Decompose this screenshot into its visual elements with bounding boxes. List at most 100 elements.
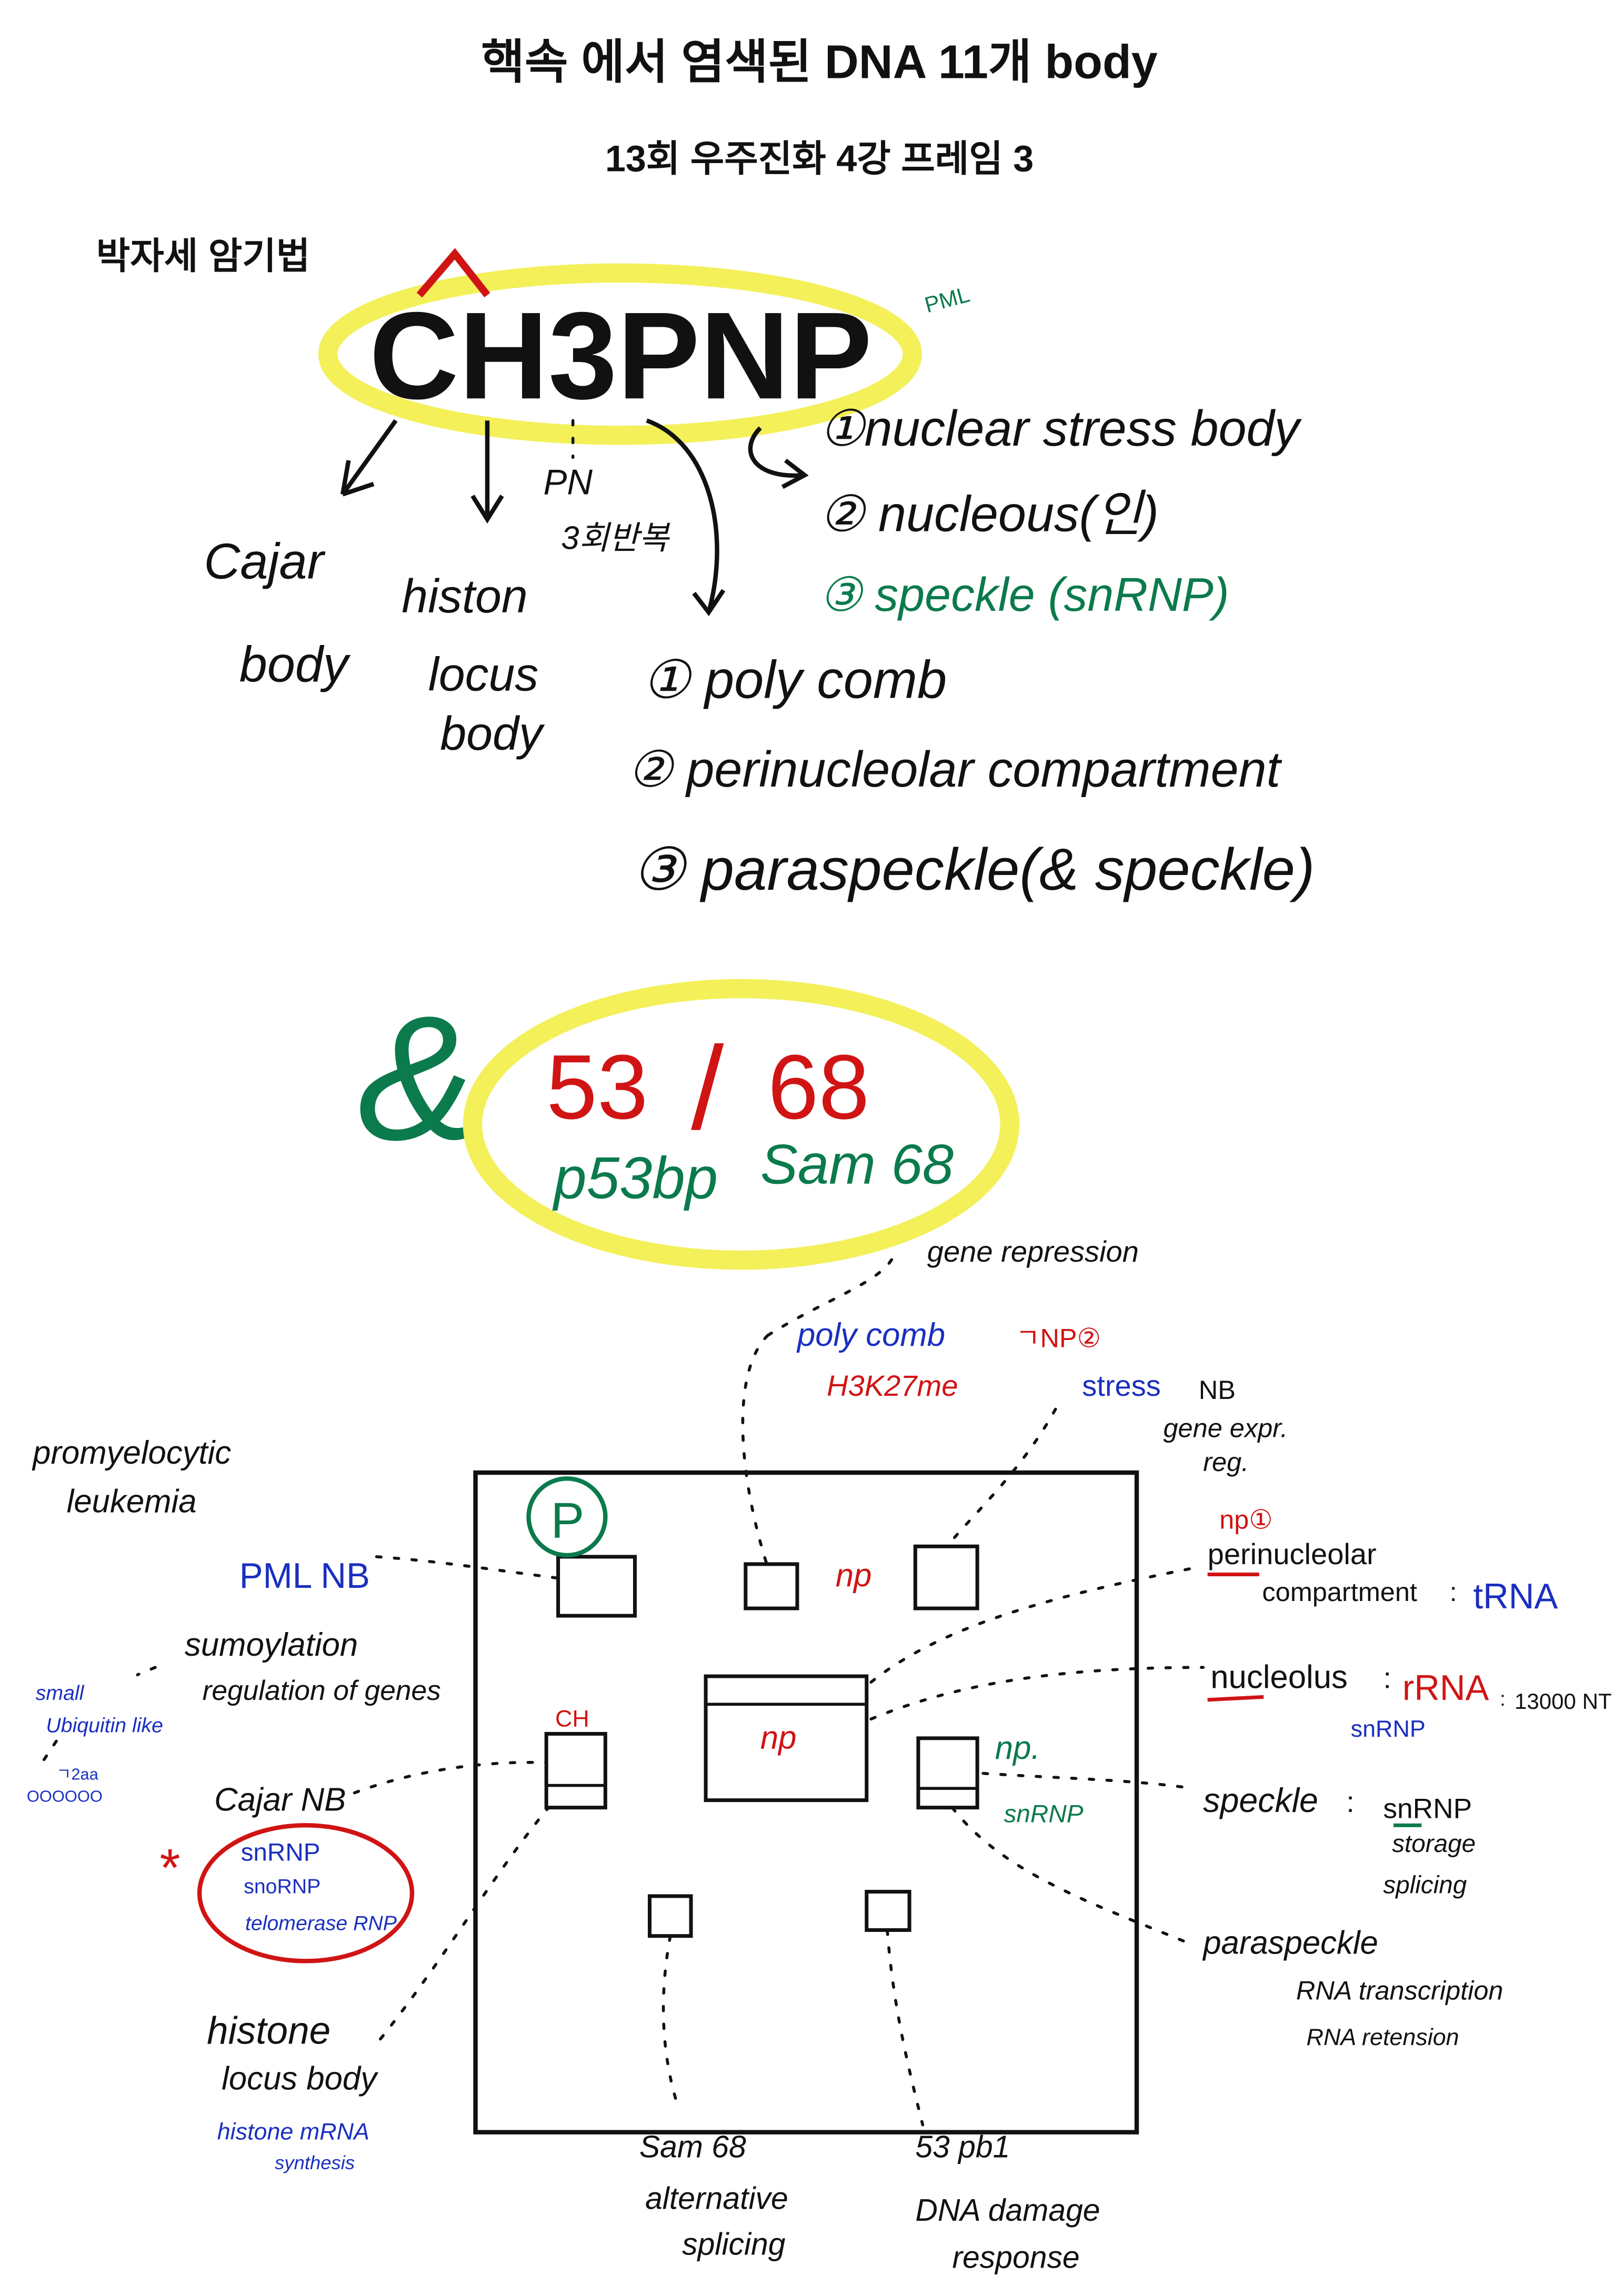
svg-text:body: body bbox=[239, 637, 351, 693]
locus-body-label: locus body bbox=[222, 2060, 378, 2097]
mnemonic-word: CH3PNP bbox=[369, 286, 873, 425]
svg-text:locus: locus bbox=[428, 649, 538, 701]
cajar-nb-label: Cajar NB bbox=[214, 1781, 346, 1818]
np-red-label: np bbox=[836, 1557, 872, 1594]
chain-label: OOOOOO bbox=[27, 1787, 103, 1805]
nucleolus-box bbox=[704, 1674, 869, 1802]
leukemia-label: leukemia bbox=[67, 1484, 197, 1520]
cajar-item: snRNP bbox=[241, 1839, 320, 1867]
polycomb-box bbox=[744, 1562, 799, 1610]
np2-mark: ㄱNP② bbox=[1016, 1323, 1101, 1353]
colon: : bbox=[1346, 1785, 1355, 1818]
pn-note: PN bbox=[544, 463, 593, 502]
histon-locus-body-label: histon locus body bbox=[402, 570, 545, 760]
page-title: 핵속 에서 염색된 DNA 11개 body bbox=[481, 36, 1157, 89]
pml-nb-box bbox=[556, 1555, 637, 1618]
red-underline-2 bbox=[1207, 1695, 1264, 1702]
stress-nb-box bbox=[913, 1544, 979, 1610]
ch-red-label: CH bbox=[555, 1705, 589, 1731]
number-53: 53 bbox=[546, 1036, 648, 1138]
list-item: ①nuclear stress body bbox=[819, 401, 1302, 457]
svg-text:histon: histon bbox=[402, 570, 527, 623]
pn-repeat-note: 3회반복 bbox=[561, 520, 670, 556]
ampersand-mark: & bbox=[357, 979, 475, 1177]
cajar-body-label: Cajar body bbox=[204, 533, 350, 692]
h3k27me-label: H3K27me bbox=[827, 1369, 958, 1402]
yellow-highlight-circle-2 bbox=[463, 979, 1020, 1270]
promyelocytic-label: promyelocytic bbox=[32, 1435, 231, 1471]
sam68-box bbox=[647, 1894, 693, 1938]
small-label: small bbox=[36, 1681, 85, 1705]
speckle-label: speckle bbox=[1203, 1781, 1318, 1819]
sam68-label: Sam 68 bbox=[760, 1133, 954, 1195]
rrna-label: rRNA bbox=[1402, 1668, 1489, 1708]
rna-transcription-label: RNA transcription bbox=[1296, 1975, 1503, 2005]
red-circle-mark bbox=[197, 1823, 415, 1963]
svg-text:body: body bbox=[440, 708, 545, 760]
colon: : bbox=[1500, 1687, 1506, 1710]
cajar-item: telomerase RNP bbox=[245, 1911, 397, 1935]
snrnp-green-label: snRNP bbox=[1004, 1800, 1084, 1828]
53bp1-box bbox=[865, 1890, 911, 1932]
trna-label: tRNA bbox=[1473, 1577, 1558, 1616]
splicing-label: splicing bbox=[1383, 1871, 1467, 1899]
svg-text:Cajar: Cajar bbox=[204, 533, 325, 589]
splicing-bottom-label: splicing bbox=[682, 2227, 786, 2261]
regulation-label: regulation of genes bbox=[203, 1675, 441, 1706]
mnemonic-label: 박자세 암기법 bbox=[96, 235, 310, 276]
nt-label: 13000 NT bbox=[1515, 1689, 1612, 1714]
rna-retension-label: RNA retension bbox=[1307, 2023, 1459, 2050]
slash-mark: / bbox=[691, 1022, 724, 1154]
p-circle-mark bbox=[526, 1476, 608, 1558]
histone-label: histone bbox=[207, 2009, 330, 2052]
arrow-to-np-list bbox=[748, 426, 809, 489]
p-mark: P bbox=[551, 1493, 585, 1548]
list-item: ① poly comb bbox=[642, 651, 947, 710]
colon: : bbox=[1383, 1661, 1391, 1694]
pml-note: PML bbox=[922, 281, 973, 317]
nucleolus-label: nucleolus bbox=[1210, 1659, 1348, 1695]
colon: : bbox=[1450, 1577, 1457, 1607]
sumoylation-label: sumoylation bbox=[185, 1627, 358, 1663]
connector-lines bbox=[40, 1255, 1205, 2127]
response-label: response bbox=[952, 2241, 1079, 2275]
nucleolus-snrnp-label: snRNP bbox=[1351, 1715, 1426, 1742]
pnp-list: ① poly comb ② perinucleolar compartment … bbox=[627, 651, 1315, 903]
arrow-to-cajar bbox=[340, 419, 398, 497]
gene-repression-label: gene repression bbox=[927, 1235, 1139, 1268]
list-item: ③ paraspeckle(& speckle) bbox=[632, 836, 1315, 902]
53bp1-label: 53 pb1 bbox=[915, 2130, 1010, 2164]
cajar-nb-box bbox=[544, 1731, 607, 1810]
aa-label: ㄱ2aa bbox=[56, 1765, 99, 1783]
arrow-to-pnp-list bbox=[646, 418, 726, 617]
reg-label: reg. bbox=[1203, 1447, 1249, 1477]
caret-mark bbox=[416, 248, 490, 298]
dna-damage-label: DNA damage bbox=[915, 2193, 1100, 2228]
histone-mrna-label: histone mRNA bbox=[217, 2118, 369, 2145]
p53bp-label: p53bp bbox=[552, 1144, 718, 1211]
sam68-bottom-label: Sam 68 bbox=[639, 2130, 746, 2164]
np-nucleolus-label: np bbox=[760, 1719, 797, 1756]
compartment-label: compartment bbox=[1262, 1577, 1417, 1607]
perinucleolar-label: perinucleolar bbox=[1208, 1537, 1377, 1570]
arrow-to-histon bbox=[470, 420, 504, 524]
list-item: ② nucleous(인) bbox=[819, 487, 1159, 542]
np-green-label: np. bbox=[995, 1730, 1040, 1766]
yellow-highlight-circle bbox=[318, 263, 922, 445]
ubiquitin-label: Ubiquitin like bbox=[46, 1714, 163, 1737]
synthesis-label: synthesis bbox=[275, 2152, 355, 2173]
page-subtitle: 13회 우주진화 4강 프레임 3 bbox=[605, 138, 1034, 179]
np1-mark: np① bbox=[1219, 1505, 1272, 1535]
nucleus-box bbox=[473, 1470, 1139, 2134]
pml-nb-label: PML NB bbox=[239, 1556, 370, 1596]
number-68: 68 bbox=[768, 1036, 869, 1138]
speckle-snrnp-label: snRNP bbox=[1383, 1793, 1472, 1824]
list-item: ③ speckle (snRNP) bbox=[819, 569, 1229, 621]
paraspeckle-label: paraspeckle bbox=[1202, 1925, 1378, 1961]
list-item: ② perinucleolar compartment bbox=[627, 742, 1282, 798]
alternative-label: alternative bbox=[645, 2182, 788, 2216]
polycomb-label: poly comb bbox=[796, 1317, 945, 1353]
cajar-item: snoRNP bbox=[244, 1875, 320, 1898]
storage-label: storage bbox=[1392, 1830, 1476, 1858]
